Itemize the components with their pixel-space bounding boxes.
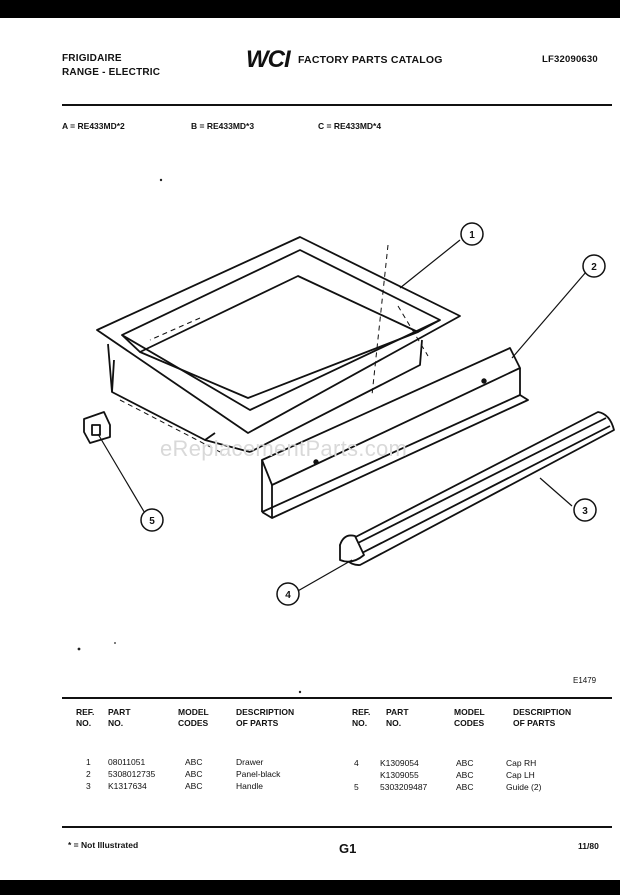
illustration-code: E1479 xyxy=(573,676,597,685)
header-ref-no-left: REF.NO. xyxy=(76,707,95,728)
exploded-parts-diagram: 1 2 3 4 5 xyxy=(77,178,615,694)
callout-3-label: 3 xyxy=(582,506,588,517)
drawer-part xyxy=(96,236,461,453)
model-code-c: C = RE433MD*4 xyxy=(318,121,382,131)
callout-4-label: 4 xyxy=(285,590,291,601)
model-code-b: B = RE433MD*3 xyxy=(191,121,255,131)
callout-3-circle xyxy=(573,498,597,522)
top-border-band xyxy=(0,0,620,18)
guide-part xyxy=(83,411,111,444)
catalog-date: 11/80 xyxy=(578,841,599,851)
callout-1-label: 1 xyxy=(469,230,475,241)
callout-1-circle xyxy=(460,222,484,246)
watermark-text: eReplacementParts.com xyxy=(160,436,408,461)
footer-rule xyxy=(62,826,612,828)
callout-5-circle xyxy=(140,508,164,532)
table-top-rule xyxy=(62,697,612,699)
handle-part xyxy=(339,411,615,566)
callout-5-label: 5 xyxy=(149,516,155,527)
catalog-number: LF32090630 xyxy=(542,54,598,65)
wci-logo: WCI xyxy=(246,46,291,73)
panel-part xyxy=(261,347,529,519)
catalog-title: FACTORY PARTS CATALOG xyxy=(298,54,443,66)
bottom-border-band xyxy=(0,880,620,895)
model-code-a: A = RE433MD*2 xyxy=(62,121,125,131)
header-rule xyxy=(62,104,612,106)
not-illustrated-note: * = Not Illustrated xyxy=(68,840,139,850)
page-number: G1 xyxy=(339,841,357,856)
header-ref-no-right: REF.NO. xyxy=(352,707,371,728)
callout-2-circle xyxy=(582,254,606,278)
brand-name: FRIGIDAIRE xyxy=(62,53,122,64)
callout-2-label: 2 xyxy=(591,262,597,273)
callout-4-circle xyxy=(276,582,300,606)
cap-part xyxy=(339,534,365,563)
product-line: RANGE - ELECTRIC xyxy=(62,67,161,78)
